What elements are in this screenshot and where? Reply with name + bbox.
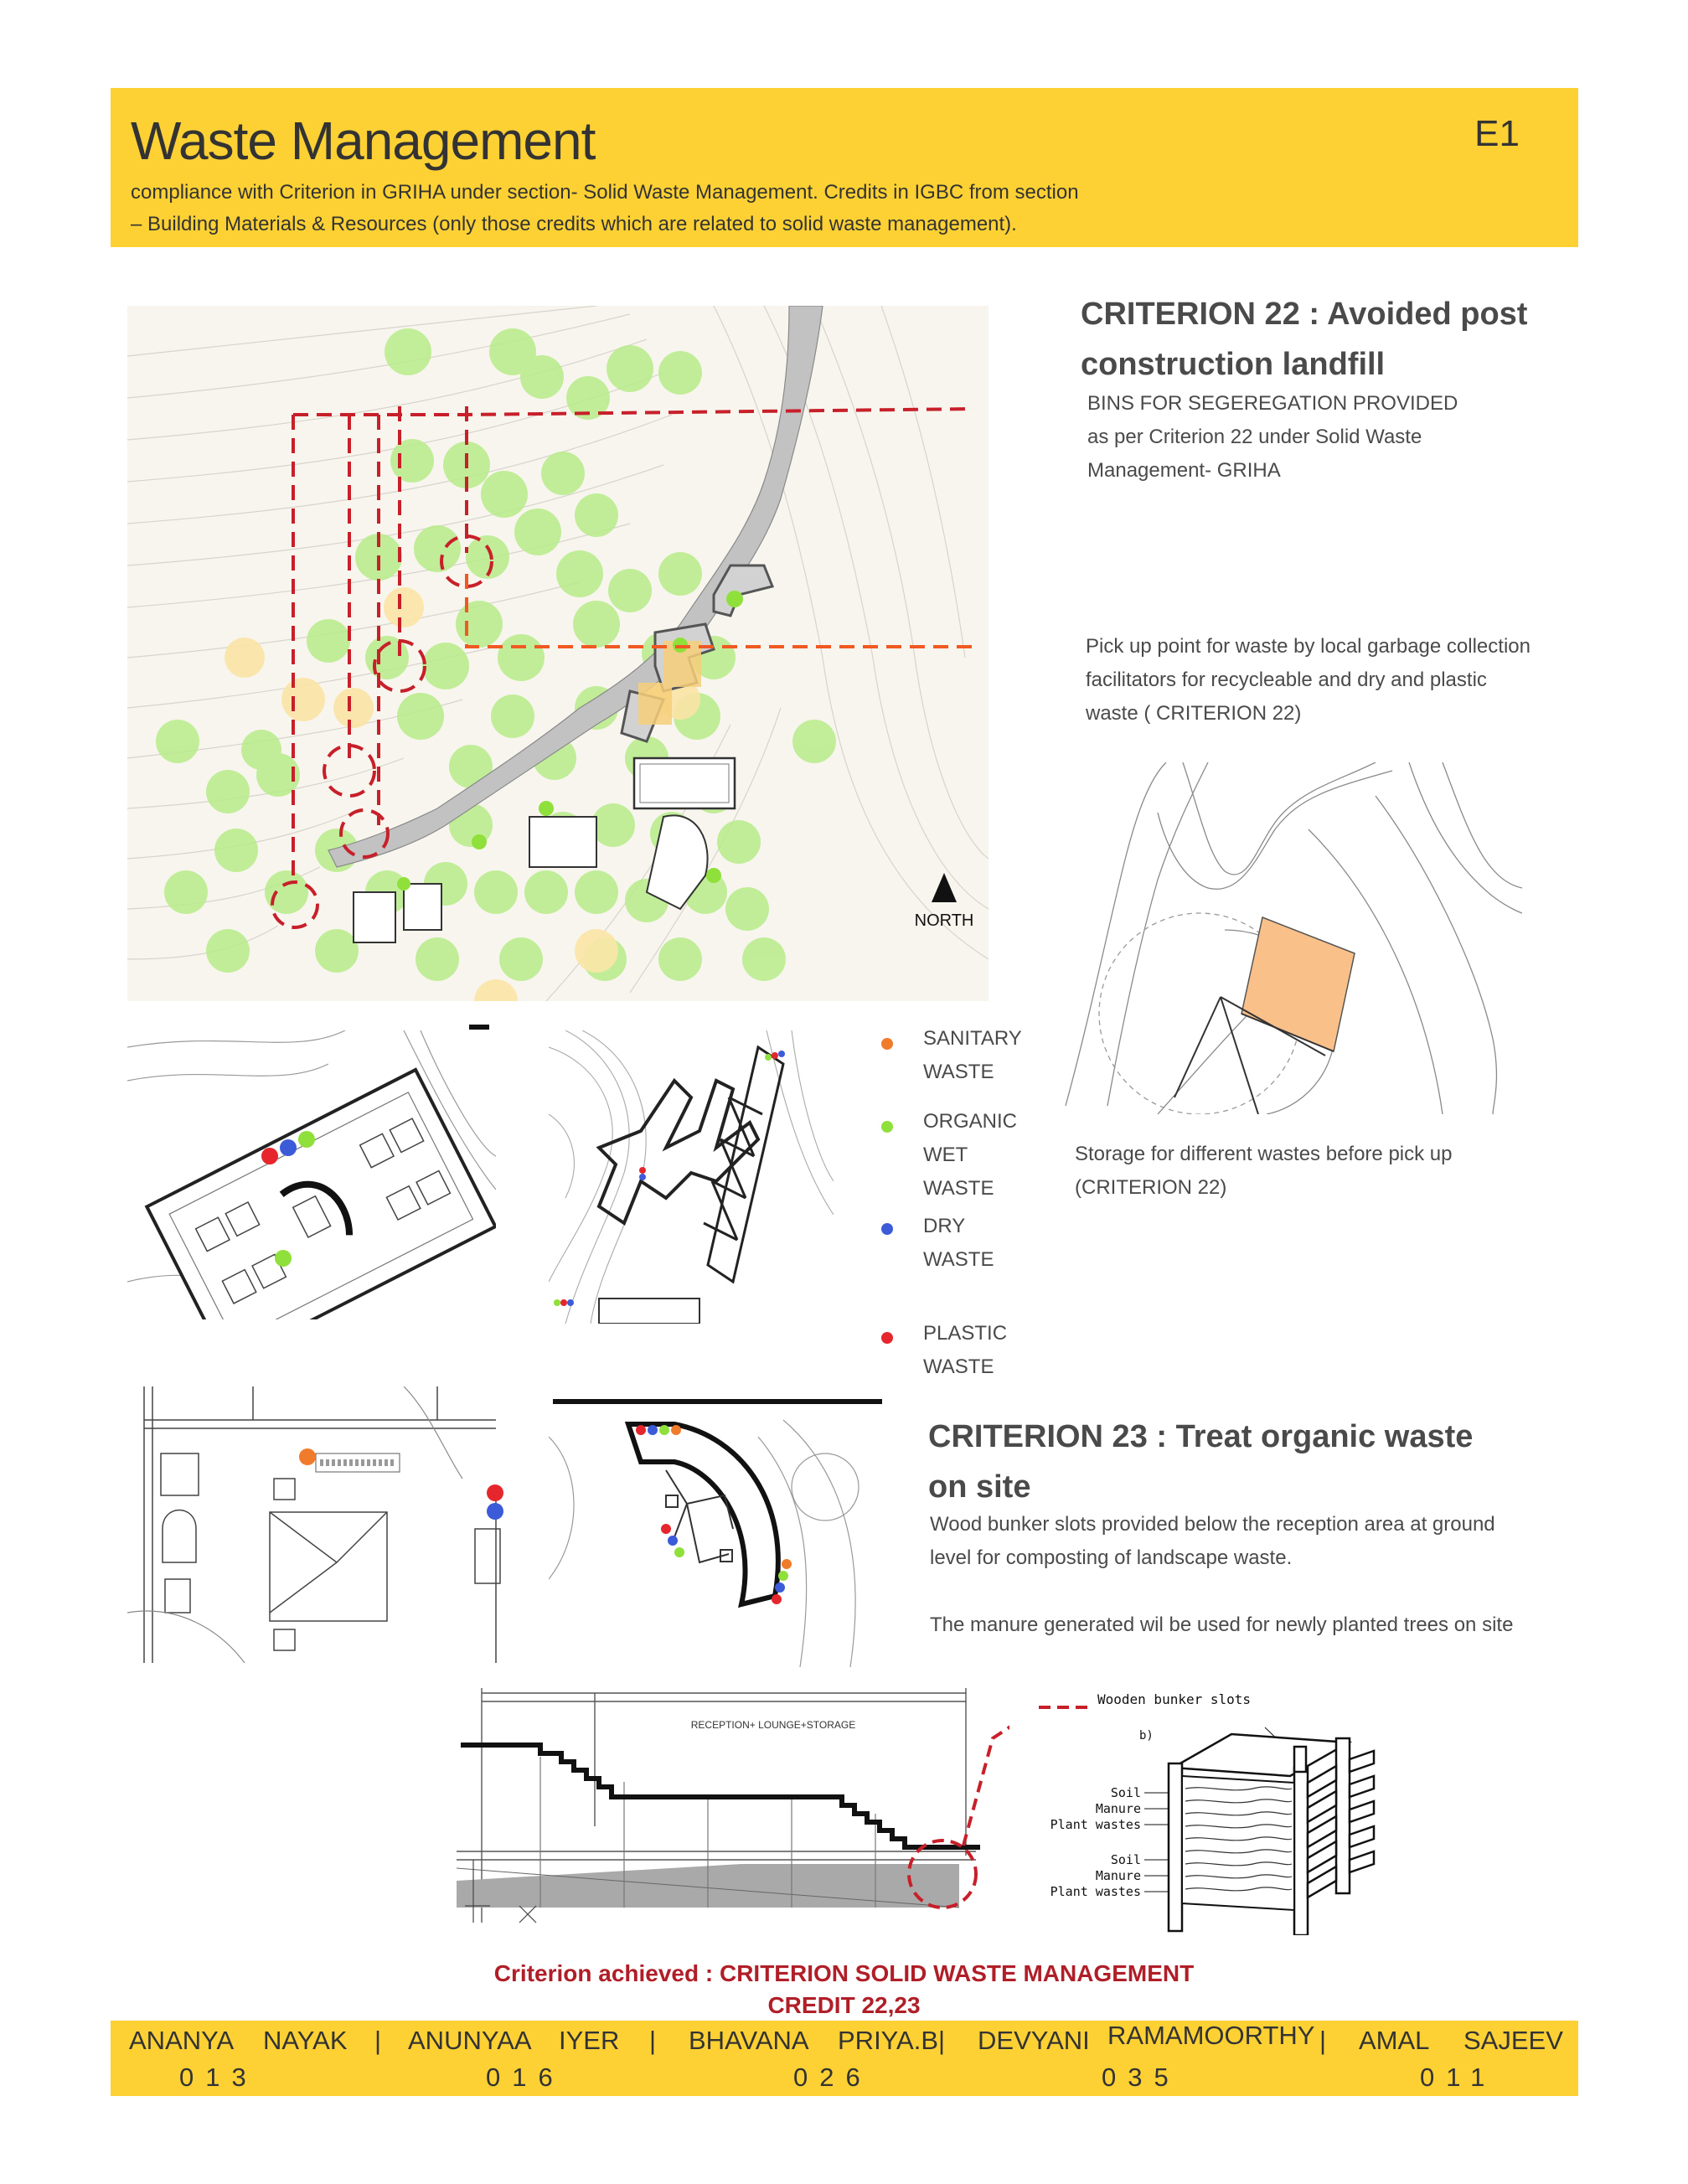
site-plan: NORTH xyxy=(127,306,989,1001)
header-banner: Waste Management E1 compliance with Crit… xyxy=(111,88,1578,247)
pickup-note: Pick up point for waste by local garbage… xyxy=(1086,630,1531,731)
storage-detail xyxy=(1065,762,1522,1114)
separator-2: | xyxy=(649,2026,657,2055)
member-3-last: PRIYA.B| xyxy=(838,2026,946,2055)
pickup-note-line-3: waste ( CRITERION 22) xyxy=(1086,702,1302,725)
member-5-last: SAJEEV xyxy=(1463,2026,1563,2055)
legend-organic-dot xyxy=(881,1121,893,1133)
member-5-num: 011 xyxy=(1420,2063,1497,2092)
bunker-layer-manure-1: Manure xyxy=(1096,1801,1141,1816)
legend-organic-line-1: ORGANIC xyxy=(923,1110,1018,1133)
criterion23-body-line-1: Wood bunker slots provided below the rec… xyxy=(930,1513,1495,1536)
subtitle-line-1: compliance with Criterion in GRIHA under… xyxy=(131,181,1079,204)
criterion23-body-line-3: The manure generated wil be used for new… xyxy=(930,1613,1514,1636)
detail-plan-reception xyxy=(127,1030,496,1319)
bunker-sub: b) xyxy=(1139,1729,1154,1743)
legend-sanitary-label: SANITARY WASTE xyxy=(923,1022,1022,1089)
legend-organic-label: ORGANIC WET WASTE xyxy=(923,1105,1017,1206)
page-title: Waste Management xyxy=(131,111,596,171)
member-4-first: DEVYANI xyxy=(978,2026,1090,2055)
scale-bar xyxy=(469,1025,489,1030)
member-2-first: ANUNYAA xyxy=(408,2026,532,2055)
north-label: NORTH xyxy=(915,911,974,930)
criterion22-heading-line-1: CRITERION 22 : Avoided post xyxy=(1081,297,1528,332)
sheet-code: E1 xyxy=(1474,113,1520,154)
member-4-last: RAMAMOORTHY xyxy=(1107,2021,1315,2050)
subtitle-line-2: – Building Materials & Resources (only t… xyxy=(131,213,1017,235)
criterion23-heading: CRITERION 23 : Treat organic waste on si… xyxy=(928,1412,1473,1512)
footer-banner: ANANYA NAYAK 013 | ANUNYAA IYER 016 | BH… xyxy=(111,2021,1578,2096)
member-2-last: IYER xyxy=(559,2026,620,2055)
section-drawing: RECEPTION+ LOUNGE+STORAGE xyxy=(457,1688,1009,1923)
storage-note: Storage for different wastes before pick… xyxy=(1075,1138,1452,1205)
criterion23-heading-line-1: CRITERION 23 : Treat organic waste xyxy=(928,1419,1474,1454)
member-5-first: AMAL xyxy=(1359,2026,1430,2055)
achievement-line-2: CREDIT 22,23 xyxy=(767,1992,921,2018)
bunker-layer-soil-2: Soil xyxy=(1111,1852,1141,1867)
storage-note-line-1: Storage for different wastes before pick… xyxy=(1075,1143,1453,1165)
detail-plan-room xyxy=(127,1386,503,1663)
member-3-first: BHAVANA xyxy=(689,2026,809,2055)
member-1-first: ANANYA xyxy=(129,2026,235,2055)
member-2-num: 016 xyxy=(486,2063,565,2092)
bunker-layer-manure-2: Manure xyxy=(1096,1868,1141,1883)
bunker-layer-soil-1: Soil xyxy=(1111,1785,1141,1800)
bins-note-line-2: as per Criterion 22 under Solid Waste xyxy=(1087,426,1422,448)
storage-note-line-2: (CRITERION 22) xyxy=(1075,1176,1227,1199)
legend-dry-dot xyxy=(881,1223,893,1235)
separator-1: | xyxy=(374,2026,382,2055)
bunker-detail: Wooden bunker slots b) Soil Manure Plant… xyxy=(1039,1691,1376,1935)
member-4-num: 035 xyxy=(1102,2063,1180,2092)
bins-note: BINS FOR SEGEREGATION PROVIDED as per Cr… xyxy=(1087,387,1458,488)
page-subtitle: compliance with Criterion in GRIHA under… xyxy=(131,177,1303,240)
separator-3: | xyxy=(1319,2026,1327,2055)
member-3-num: 026 xyxy=(793,2063,872,2092)
bins-note-line-3: Management- GRIHA xyxy=(1087,459,1281,482)
bunker-layer-plant-1: Plant wastes xyxy=(1050,1817,1141,1832)
legend-sanitary-line-2: WASTE xyxy=(923,1061,994,1083)
legend-sanitary-line-1: SANITARY xyxy=(923,1027,1022,1050)
criterion23-body: Wood bunker slots provided below the rec… xyxy=(930,1508,1513,1642)
criterion23-heading-line-2: on site xyxy=(928,1469,1031,1505)
criterion22-heading: CRITERION 22 : Avoided post construction… xyxy=(1081,289,1527,390)
member-1-num: 013 xyxy=(179,2063,258,2092)
criterion23-body-line-2: level for composting of landscape waste. xyxy=(930,1546,1293,1569)
pickup-note-line-1: Pick up point for waste by local garbage… xyxy=(1086,635,1531,658)
member-1-last: NAYAK xyxy=(263,2026,348,2055)
bunker-layer-plant-2: Plant wastes xyxy=(1050,1884,1141,1899)
legend-organic-line-2: WET WASTE xyxy=(923,1144,994,1200)
section-label: RECEPTION+ LOUNGE+STORAGE xyxy=(691,1719,856,1731)
pickup-note-line-2: facilitators for recycleable and dry and… xyxy=(1086,669,1487,691)
bunker-title: Wooden bunker slots xyxy=(1097,1691,1251,1707)
detail-plan-reception-curve xyxy=(549,1399,882,1667)
legend-sanitary-dot xyxy=(881,1038,893,1050)
criterion23-body-spacer xyxy=(930,1575,1513,1608)
legend-plastic-dot xyxy=(881,1332,893,1344)
achievement-line-1: Criterion achieved : CRITERION SOLID WAS… xyxy=(493,1960,1195,1986)
criterion22-heading-line-2: construction landfill xyxy=(1081,347,1386,382)
legend-plastic-label: PLASTIC WASTE xyxy=(923,1322,1008,1378)
bins-note-line-1: BINS FOR SEGEREGATION PROVIDED xyxy=(1087,392,1458,415)
legend-dry-label: DRY WASTE xyxy=(923,1215,994,1271)
detail-plan-cottages xyxy=(549,1030,834,1324)
